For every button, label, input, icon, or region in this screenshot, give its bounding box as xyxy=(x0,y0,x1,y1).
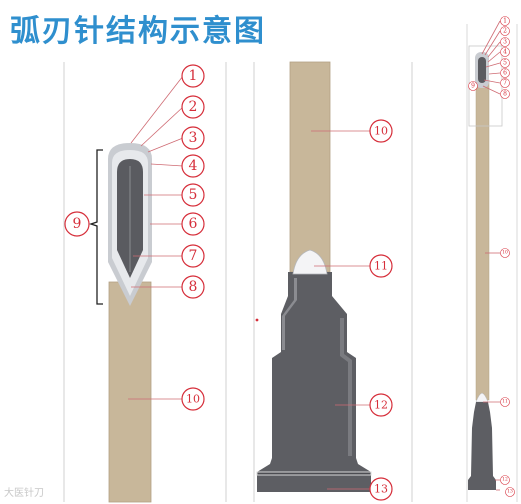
callout-9-label: 9 xyxy=(73,216,82,232)
panel2-cap xyxy=(292,249,328,275)
callout-s5-label: 5 xyxy=(503,60,507,67)
callout-3-label: 3 xyxy=(189,130,198,146)
panel2-hub-closeup xyxy=(255,61,372,492)
callout-s6: 6 xyxy=(500,68,510,78)
callouts: 1 2 3 4 5 6 7 8 9 10 10 11 12 13 1 2 3 4… xyxy=(64,16,515,501)
panel2-shaft xyxy=(289,61,331,273)
callout-s6-label: 6 xyxy=(503,70,507,77)
callout-7: 7 xyxy=(181,244,205,268)
callout-12: 12 xyxy=(369,393,393,417)
callout-s9: 9 xyxy=(468,81,478,91)
leader-s8 xyxy=(482,85,501,95)
panel3-hub-body xyxy=(468,402,496,490)
callout-7-label: 7 xyxy=(189,248,198,264)
leader-s5 xyxy=(485,62,501,68)
leader-s3 xyxy=(487,41,501,58)
page-title: 弧刃针结构示意图 xyxy=(10,14,266,49)
callout-s10: 10 xyxy=(500,248,510,258)
callout-s2-label: 2 xyxy=(503,28,507,35)
callout-s8: 8 xyxy=(500,89,510,99)
panel3-blade-core xyxy=(478,57,486,83)
panel2-hub-edge xyxy=(340,318,352,456)
callout-8: 8 xyxy=(181,275,205,299)
callout-s8-label: 8 xyxy=(503,91,507,98)
leader-3 xyxy=(147,137,184,153)
panel3-shaft xyxy=(475,79,490,401)
callout-1: 1 xyxy=(181,64,205,88)
callout-5: 5 xyxy=(181,183,205,207)
callout-2-label: 2 xyxy=(189,99,198,115)
panel3-full-needle xyxy=(468,45,503,490)
callout-s13: 13 xyxy=(505,487,515,497)
callout-6: 6 xyxy=(181,212,205,236)
bracket-9 xyxy=(88,149,103,305)
callout-s1: 1 xyxy=(500,16,510,26)
callout-3: 3 xyxy=(181,126,205,150)
panel1-blade-closeup xyxy=(88,143,152,503)
callout-s5: 5 xyxy=(500,58,510,68)
panel2-hub-flange-line xyxy=(256,471,372,476)
callout-10: 10 xyxy=(181,387,205,411)
panel2-dot xyxy=(255,318,259,322)
callout-s2: 2 xyxy=(500,26,510,36)
callout-4-label: 4 xyxy=(189,158,198,174)
callout-s1-label: 1 xyxy=(503,18,507,25)
panel1-shaft xyxy=(108,281,152,503)
callout-s12-label: 12 xyxy=(502,477,508,483)
callout-s7-label: 7 xyxy=(503,80,507,87)
callout-11: 11 xyxy=(369,254,393,278)
leader-s6 xyxy=(488,72,501,75)
callout-10b: 10 xyxy=(369,119,393,143)
callout-s11-label: 11 xyxy=(502,399,508,405)
callout-s7: 7 xyxy=(500,78,510,88)
callout-s3-label: 3 xyxy=(503,39,507,46)
callout-s10-label: 10 xyxy=(502,250,508,256)
leader-4 xyxy=(150,163,184,167)
callout-12-label: 12 xyxy=(374,399,388,412)
panel-frames xyxy=(63,24,518,502)
callout-4: 4 xyxy=(181,154,205,178)
callout-s12: 12 xyxy=(500,475,510,485)
callout-9: 9 xyxy=(64,211,90,237)
callout-2: 2 xyxy=(181,95,205,119)
leader-s7 xyxy=(483,79,501,84)
leader-1 xyxy=(130,75,184,144)
panel2-hub-body xyxy=(257,272,371,492)
callout-s11: 11 xyxy=(500,397,510,407)
callout-s9-label: 9 xyxy=(471,83,475,90)
callout-13-label: 13 xyxy=(374,483,388,496)
leader-2 xyxy=(140,106,184,147)
callout-6-label: 6 xyxy=(189,216,198,232)
panel3-cap xyxy=(475,392,489,403)
callout-10-label: 10 xyxy=(186,393,200,406)
callout-5-label: 5 xyxy=(189,187,198,203)
callout-s4-label: 4 xyxy=(503,49,507,56)
leader-s2 xyxy=(484,30,501,56)
callout-13: 13 xyxy=(369,477,393,501)
callout-s13-label: 13 xyxy=(507,489,513,495)
callout-11-label: 11 xyxy=(374,260,388,273)
watermark: 大医针刀 xyxy=(4,488,44,499)
callout-10b-label: 10 xyxy=(374,125,388,138)
leader-lines xyxy=(128,20,501,491)
callout-s4: 4 xyxy=(500,47,510,57)
callout-8-label: 8 xyxy=(189,279,198,295)
callout-s3: 3 xyxy=(500,37,510,47)
callout-1-label: 1 xyxy=(189,68,198,84)
panel2-hub-highlight xyxy=(282,278,297,350)
leader-s1 xyxy=(481,20,501,55)
leader-s4 xyxy=(487,51,501,63)
